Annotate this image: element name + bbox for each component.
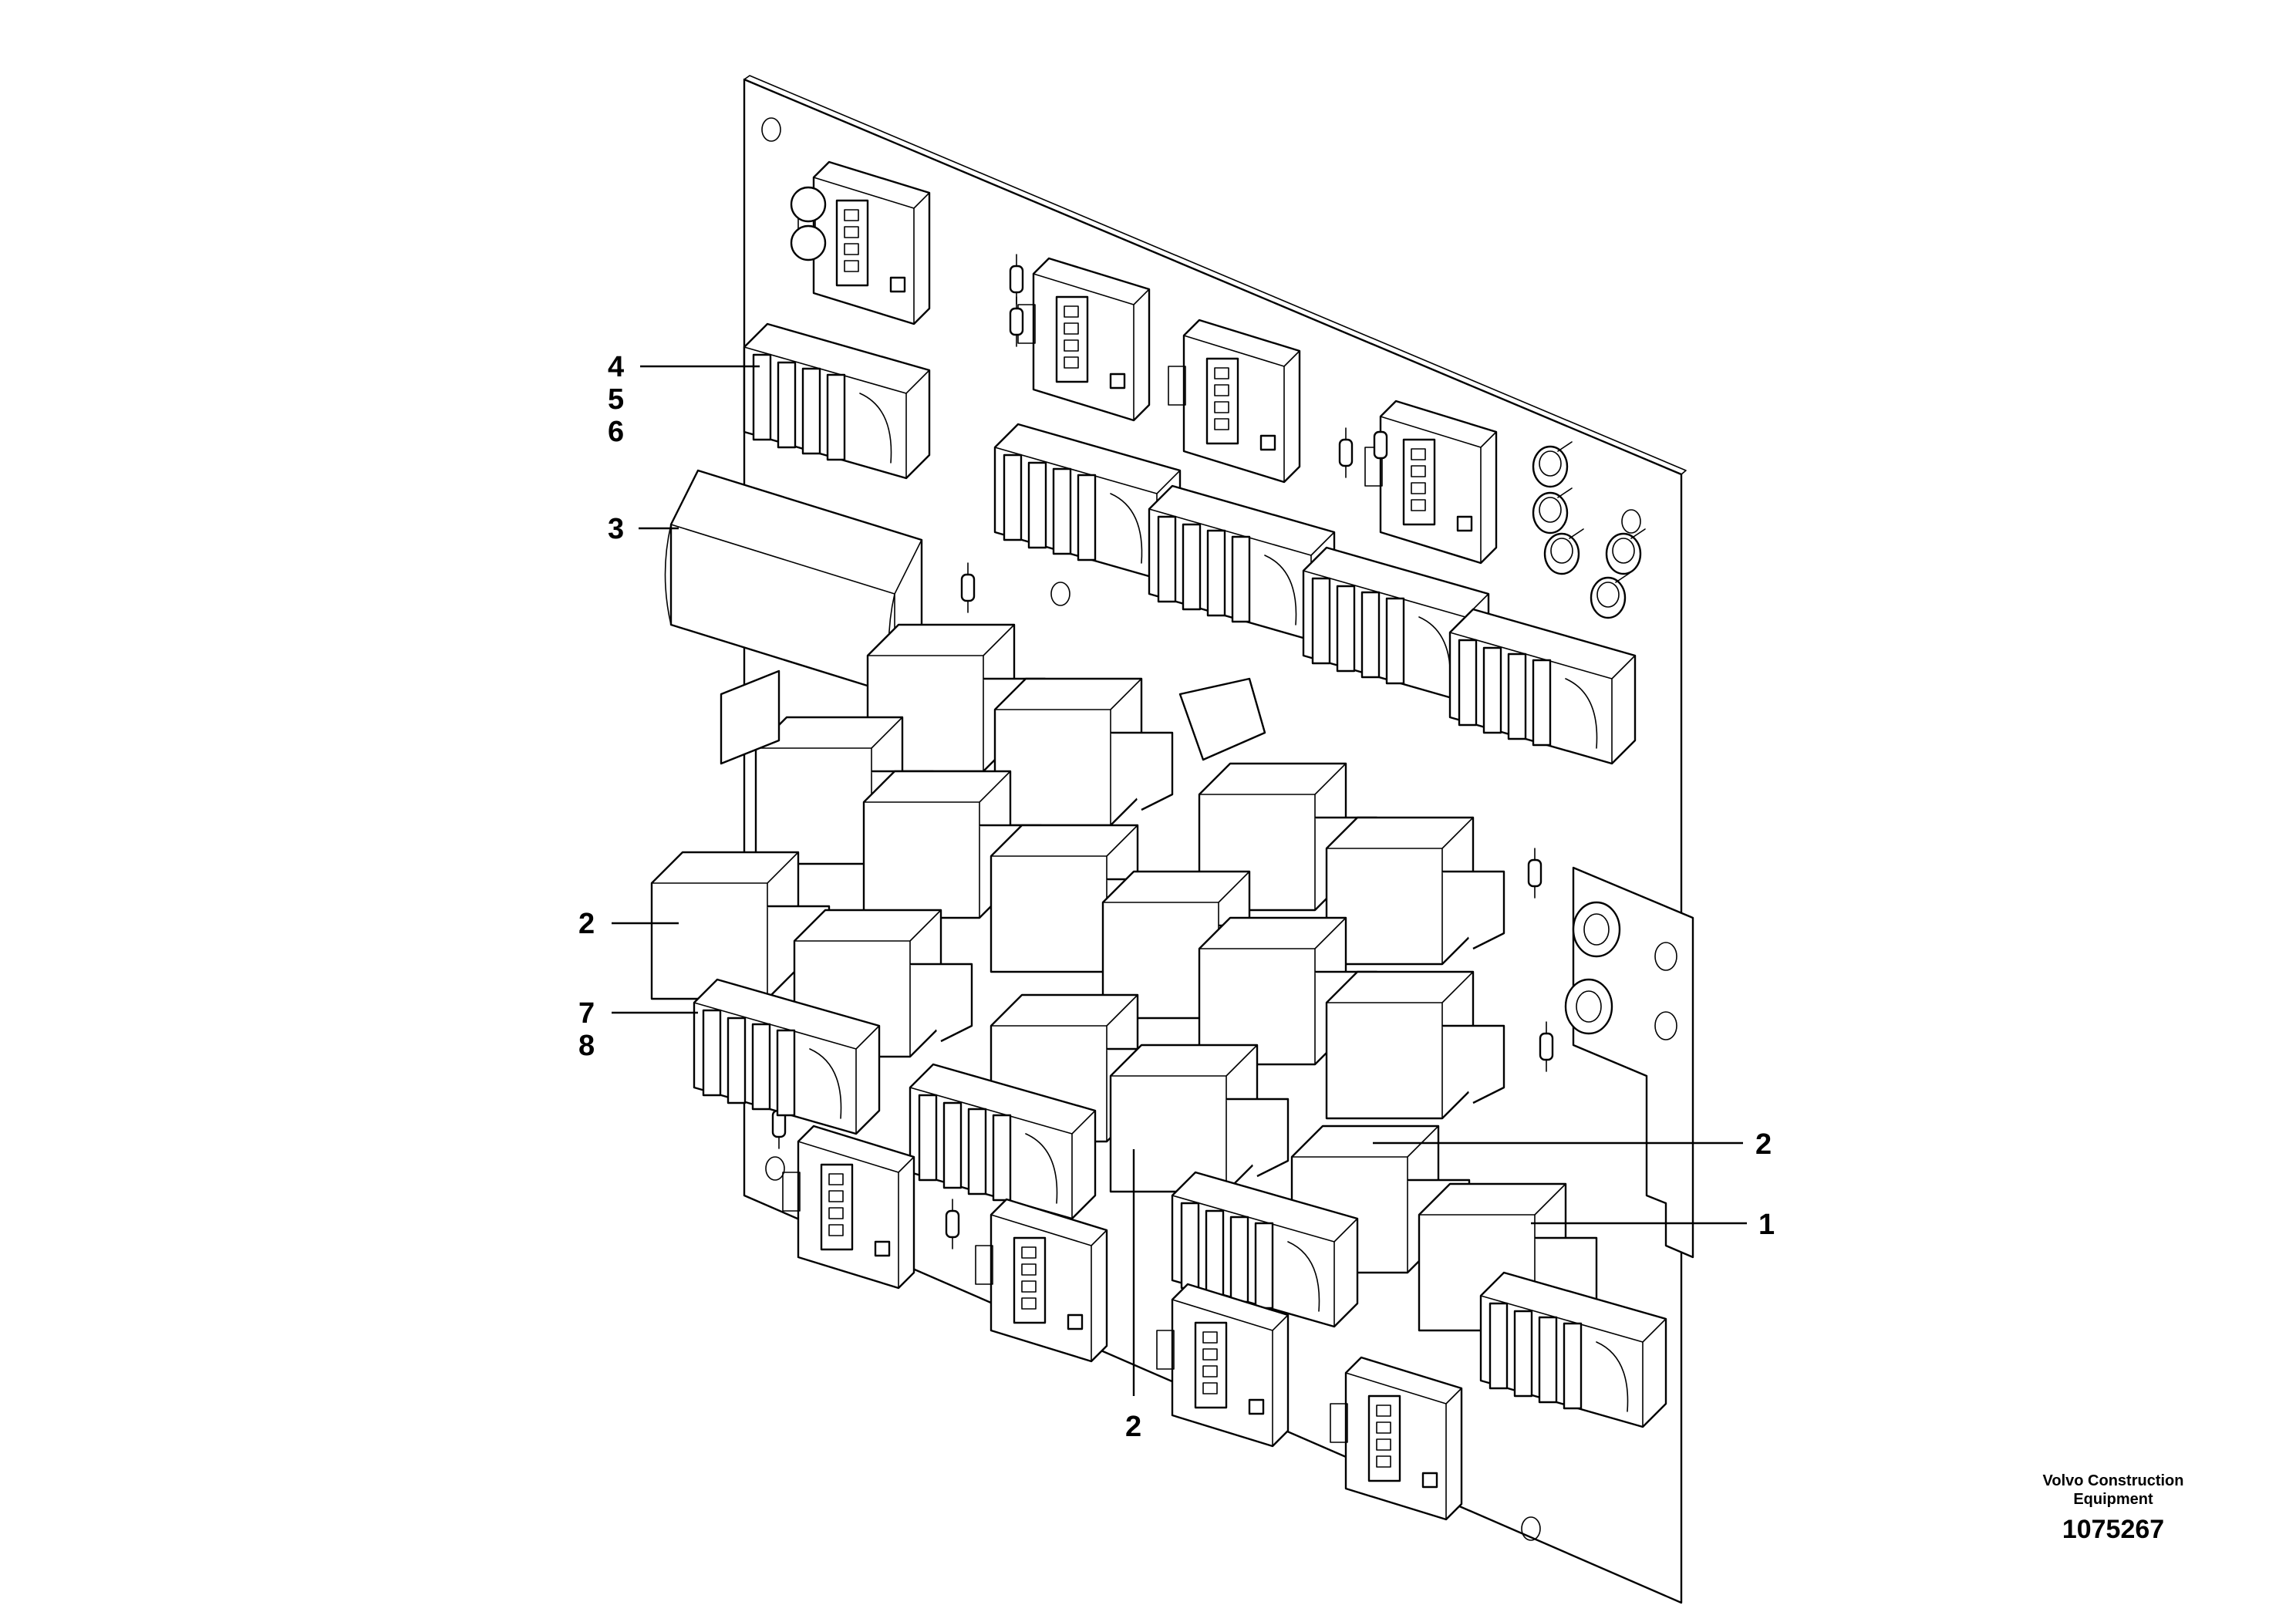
callout-2-bottom: 2	[1125, 1411, 1141, 1443]
callout-labels: 4 5 6 3 2 7 8 2 1 2	[578, 351, 1775, 1443]
brand-line2: Equipment	[2073, 1491, 2153, 1508]
callout-5: 5	[608, 383, 624, 416]
callout-2-right: 2	[1755, 1128, 1772, 1161]
callout-8: 8	[578, 1030, 595, 1062]
middle-connectors	[720, 669, 1266, 765]
brand-block: Volvo Construction Equipment 1075267	[2043, 1472, 2184, 1544]
callout-6: 6	[608, 416, 624, 448]
callout-7: 7	[578, 997, 595, 1030]
top-connectors	[790, 160, 1498, 565]
callout-2-left: 2	[578, 908, 595, 940]
leader-lines	[612, 365, 1747, 1396]
terminal-bracket	[1564, 866, 1694, 1259]
callout-4: 4	[608, 351, 624, 383]
callout-1: 1	[1758, 1209, 1775, 1241]
drawing-number: 1075267	[2062, 1515, 2164, 1544]
large-relay-module	[664, 469, 923, 696]
brand-line1: Volvo Construction	[2043, 1472, 2184, 1489]
callout-3: 3	[608, 513, 624, 545]
